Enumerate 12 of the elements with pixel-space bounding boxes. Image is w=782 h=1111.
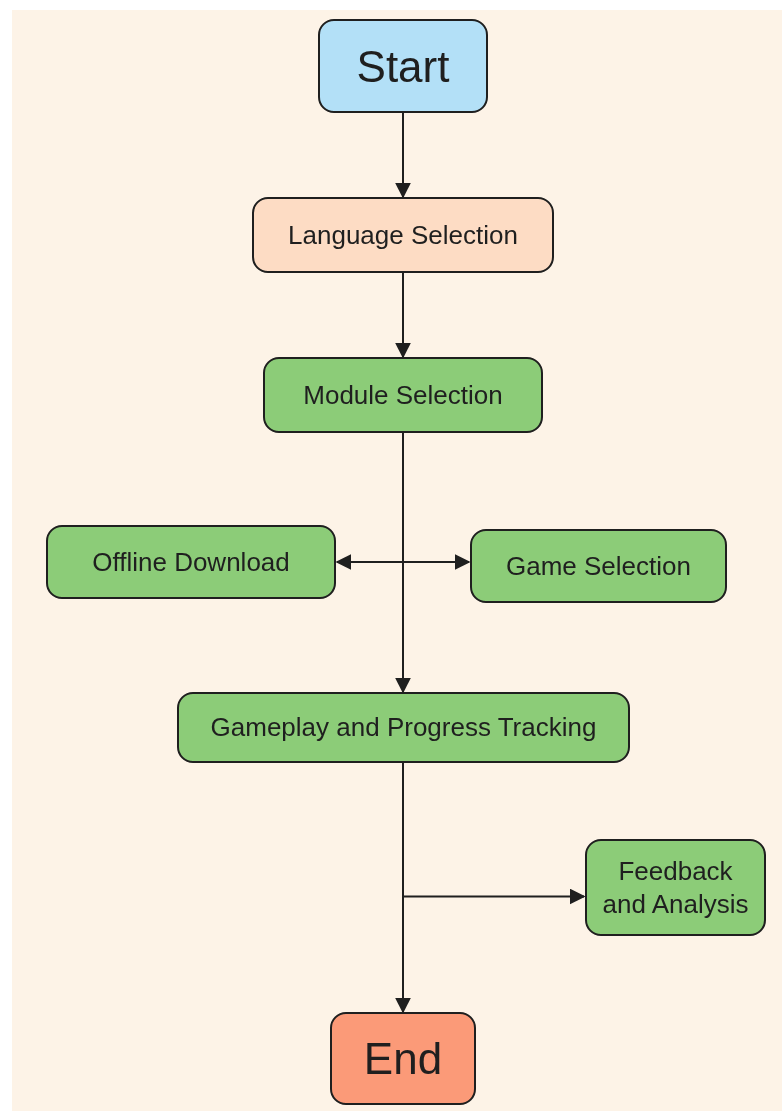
process-box: Module Selection [263,357,543,433]
arrow [402,762,586,905]
terminal-box: Start [318,19,488,113]
arrow [402,432,471,570]
process-box: Game Selection [470,529,727,603]
process-box: Gameplay and Progress Tracking [177,692,630,763]
process-box: Language Selection [252,197,554,273]
arrow [395,112,411,199]
terminal-box: End [330,1012,476,1105]
process-box: Offline Download [46,525,336,599]
arrow [395,272,411,359]
process-box: Feedback and Analysis [585,839,766,936]
